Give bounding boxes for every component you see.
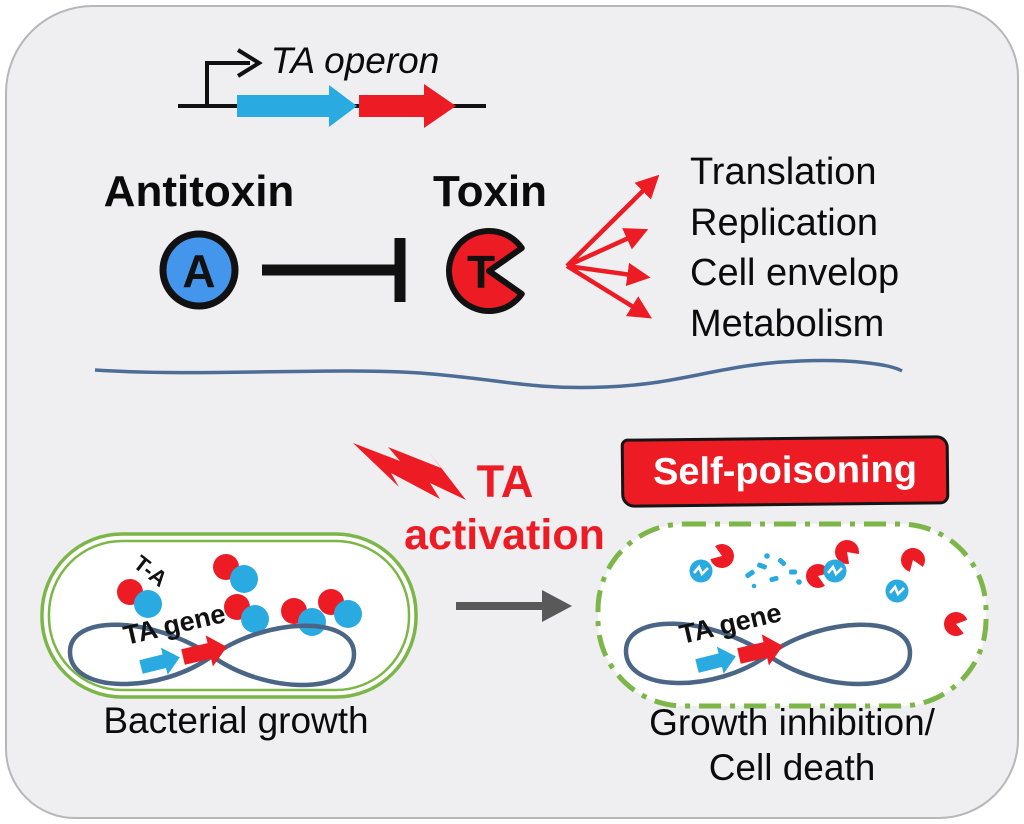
toxin-label: Toxin	[432, 167, 548, 216]
ta-complex-icon	[213, 554, 258, 593]
growth-cell-caption: Bacterial growth	[103, 700, 369, 741]
transition-arrow-icon	[456, 590, 572, 622]
free-toxin-icon	[944, 611, 968, 636]
antitoxin-circle-icon: A	[159, 230, 239, 310]
inhibition-bar-icon	[262, 238, 406, 302]
ta-complex-icon	[117, 579, 162, 618]
poisoned-cell-caption-line2: Cell death	[708, 747, 876, 788]
toxin-pacman-icon: T	[446, 228, 525, 314]
fan-arrows-icon	[565, 174, 660, 319]
target-translation: Translation	[690, 151, 877, 193]
toxin-letter: T	[467, 246, 495, 298]
target-replication: Replication	[690, 201, 878, 244]
free-toxin-icon	[834, 539, 859, 564]
free-toxin-icon	[710, 544, 734, 569]
antitoxin-label: Antitoxin	[103, 167, 295, 216]
operon-label: TA operon	[270, 40, 440, 81]
target-metabolism: Metabolism	[690, 302, 885, 345]
toxin-target-list: Translation Replication Cell envelop Met…	[690, 147, 899, 349]
target-cell-envelop: Cell envelop	[690, 252, 900, 294]
lightning-icon	[353, 443, 466, 500]
degraded-antitoxin-icon	[689, 559, 713, 583]
antitoxin-gene-arrow-icon	[695, 646, 736, 674]
toxin-gene-arrow-icon	[181, 635, 227, 667]
self-poisoning-label: Self-poisoning	[652, 448, 918, 494]
degraded-antitoxin-icon	[885, 579, 909, 603]
self-poisoning-banner: Self-poisoning	[620, 435, 950, 508]
ta-complex-icon	[318, 589, 362, 628]
ta-activation-label-line1: TA	[476, 456, 534, 507]
poisoned-cell-caption-line1: Growth inhibition/	[649, 702, 935, 743]
antitoxin-letter: A	[182, 245, 215, 297]
antitoxin-gene-arrow-icon	[237, 85, 357, 127]
antitoxin-debris-icon	[745, 553, 802, 589]
antitoxin-gene-arrow-icon	[139, 647, 180, 675]
ta-complex-icon	[224, 594, 269, 633]
promoter-arrow-icon	[205, 61, 250, 106]
ta-activation-label-line2: activation	[404, 511, 605, 559]
ta-operon-schematic	[178, 48, 486, 128]
toxin-gene-arrow-icon	[737, 634, 783, 666]
toxin-gene-arrow-icon	[359, 84, 456, 128]
divider-wave	[94, 358, 903, 390]
poisoned-cell-caption: Growth inhibition/ Cell death	[592, 700, 992, 790]
degraded-antitoxin-icon	[823, 559, 847, 583]
ta-complex-icon	[281, 598, 326, 636]
free-toxin-icon	[900, 548, 925, 572]
promoter-arrowhead-icon	[236, 48, 263, 78]
